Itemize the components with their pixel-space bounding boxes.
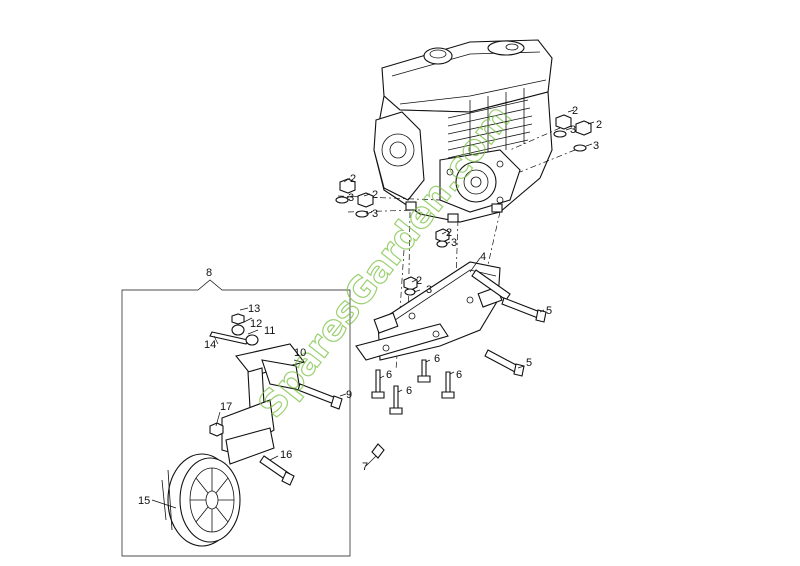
callout-17: 17 [220,401,232,413]
callout-10: 10 [294,347,306,359]
callout-2: 2 [446,227,452,239]
callout-3: 3 [593,140,599,152]
callout-14: 14 [204,339,216,351]
callout-6: 6 [406,385,412,397]
callout-labels: 2 3 2 3 2 3 2 3 2 3 2 3 4 5 5 6 6 6 6 7 … [138,105,602,507]
callout-2: 2 [572,105,578,117]
bolts-5 [484,297,547,377]
callout-16: 16 [280,449,292,461]
callout-2: 2 [350,173,356,185]
callout-3: 3 [348,192,354,204]
callout-5: 5 [526,357,532,369]
nuts-and-washers [335,114,592,296]
callout-9: 9 [346,389,352,401]
callout-6: 6 [386,369,392,381]
cooling-fins [447,88,533,160]
callout-13: 13 [248,303,260,315]
callout-3: 3 [426,284,432,296]
callout-6: 6 [456,369,462,381]
callout-12: 12 [250,318,262,330]
callout-4: 4 [480,251,486,263]
wheel-assembly-box [121,279,385,557]
callout-6: 6 [434,353,440,365]
callout-15: 15 [138,495,150,507]
callout-3: 3 [451,237,457,249]
bolts-6 [371,359,455,415]
callout-2: 2 [416,275,422,287]
callout-7: 7 [362,461,368,473]
wheel [161,453,241,547]
callout-11: 11 [264,325,275,337]
callout-3: 3 [570,124,576,136]
callout-2: 2 [372,189,378,201]
mounting-bracket [355,261,511,361]
engine-assembly [373,39,553,223]
callout-2: 2 [596,119,602,131]
callout-3: 3 [372,208,378,220]
callout-8: 8 [206,267,212,279]
callout-5: 5 [546,305,552,317]
leader-lines [151,109,595,509]
